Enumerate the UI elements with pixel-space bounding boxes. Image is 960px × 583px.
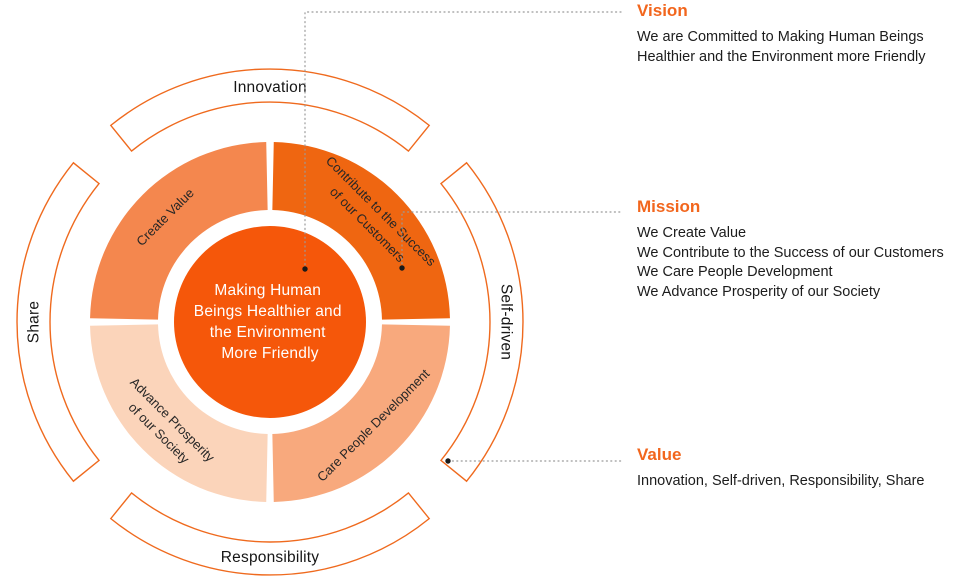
value-section: Value Innovation, Self-driven, Responsib… — [637, 445, 924, 492]
value-ring-segment-left — [16, 161, 101, 483]
mission-title: Mission — [637, 197, 701, 216]
vision-section: Vision We are Committed to Making Human … — [637, 1, 926, 67]
value-ring-segment-right — [439, 161, 524, 483]
vision-title: Vision — [637, 1, 688, 20]
value-ring-segment-top — [109, 68, 431, 153]
mission-line: We Advance Prosperity of our Society — [637, 283, 881, 300]
value-ring-segment-bottom — [109, 491, 431, 576]
value-leader-dot — [445, 458, 451, 464]
mission-section: Mission We Create Value We Contribute to… — [637, 197, 944, 302]
vision-line: We are Committed to Making Human Beings — [637, 29, 924, 45]
vision-leader-dot — [302, 266, 308, 272]
center-statement-line1: Making Human — [214, 282, 321, 299]
quadrant-create-value — [90, 142, 268, 320]
ring-label-share: Share — [25, 301, 42, 343]
mission-line: We Create Value — [637, 225, 747, 241]
mission-line: We Contribute to the Success of our Cust… — [637, 244, 944, 261]
value-line: Innovation, Self-driven, Responsibility,… — [637, 473, 925, 489]
center-statement: Making Human Beings Healthier and the En… — [194, 282, 346, 362]
mission-leader-dot — [399, 265, 405, 271]
ring-label-innovation: Innovation — [233, 79, 307, 96]
center-statement-line3: the Environment — [210, 324, 326, 341]
quadrant-advance-prosperity — [90, 324, 268, 502]
center-statement-line2: Beings Healthier and — [194, 303, 342, 320]
ring-label-responsibility: Responsibility — [221, 549, 319, 566]
ring-label-self-driven: Self-driven — [498, 284, 515, 360]
vision-line: Healthier and the Environment more Frien… — [637, 48, 926, 65]
quadrant-contribute-success — [272, 142, 450, 320]
quadrant-care-people — [272, 324, 450, 502]
center-statement-line4: More Friendly — [221, 345, 318, 362]
mission-leader-line — [401, 211, 623, 269]
center-circle — [174, 226, 366, 418]
value-title: Value — [637, 445, 682, 464]
mission-line: We Care People Development — [637, 264, 833, 280]
